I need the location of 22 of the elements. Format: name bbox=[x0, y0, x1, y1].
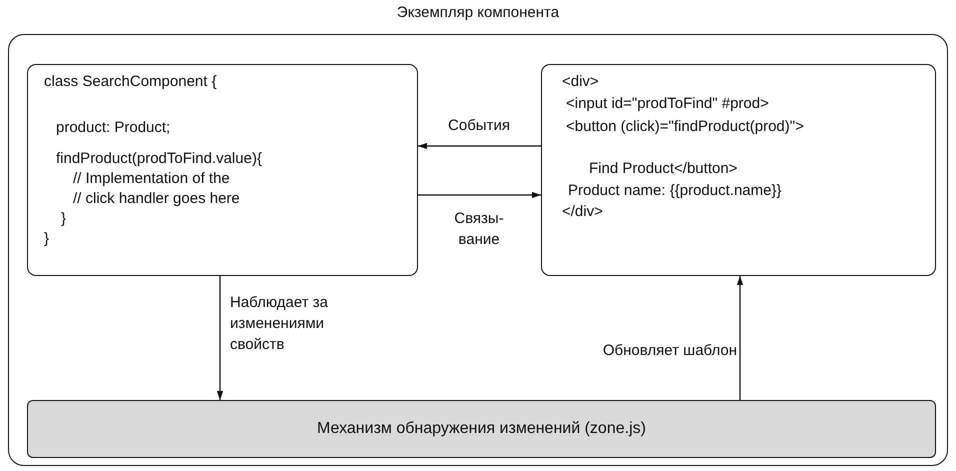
code-panel bbox=[541, 64, 936, 276]
process-bar bbox=[27, 400, 936, 458]
arrow bbox=[418, 142, 541, 150]
arrow bbox=[418, 192, 541, 198]
code-line: <button (click)="findProduct(prod)"> bbox=[566, 118, 804, 136]
code-line: } bbox=[61, 210, 66, 228]
code-line: // Implementation of the bbox=[73, 170, 230, 188]
code-line: // click handler goes here bbox=[73, 190, 240, 208]
code-line: class SearchComponent { bbox=[44, 73, 217, 91]
code-line: <div> bbox=[562, 73, 599, 91]
code-line: </div> bbox=[562, 203, 603, 221]
frame-title: Экземпляр компонента bbox=[396, 4, 560, 22]
code-line: findProduct(prodToFind.value){ bbox=[56, 150, 262, 168]
code-line: product: Product; bbox=[56, 119, 170, 137]
code-panel bbox=[27, 64, 418, 276]
code-line: } bbox=[44, 230, 50, 248]
code-line: Product name: {{product.name}} bbox=[568, 182, 782, 200]
arrow bbox=[216, 276, 224, 400]
code-line: <input id="prodToFind" #prod> bbox=[566, 95, 769, 113]
arrow bbox=[736, 276, 744, 400]
code-line: Find Product</button> bbox=[589, 160, 738, 178]
bar-label: Механизм обнаружения изменений (zone.js) bbox=[317, 420, 646, 438]
